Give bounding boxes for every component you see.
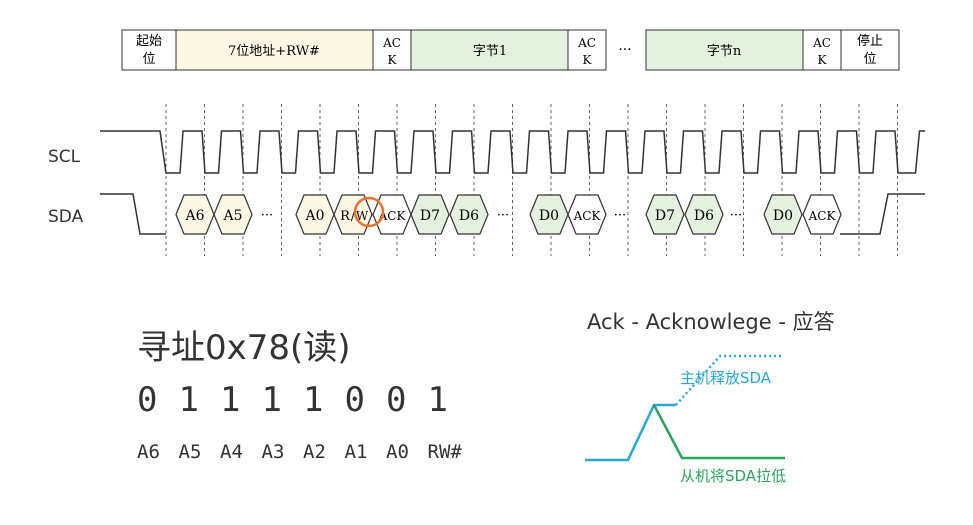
sda-bit-label: ACK xyxy=(573,209,602,223)
bit-name: A0 xyxy=(386,441,409,463)
frame-byte1-label: 字节1 xyxy=(473,44,507,59)
bit-value: 1 xyxy=(427,380,448,420)
bit-name: A6 xyxy=(137,441,160,463)
ack-waveform xyxy=(585,354,785,462)
sda-label: SDA xyxy=(48,207,84,227)
frame-start-label-1: 起始 xyxy=(136,34,162,49)
sda-ellipsis: ··· xyxy=(614,208,626,223)
sda-bit-label: A6 xyxy=(184,208,204,224)
sda-bit-label: W xyxy=(356,209,369,223)
address-bit-names: A6 A5 A4 A3 A2 A1 A0 RW# xyxy=(137,441,469,463)
sda-bit-separator: / xyxy=(351,209,356,224)
bit-name: A5 xyxy=(178,441,202,463)
frame-byte1-cell xyxy=(410,29,569,71)
sda-bit-label: A5 xyxy=(222,208,242,224)
frame-ack-label-2b: K xyxy=(583,53,593,67)
bit-name: A3 xyxy=(261,441,285,463)
frame-bar: 起始 位 7位地址+RW# AC K 字节1 AC K ··· 字节n AC K… xyxy=(121,29,900,71)
bit-value: 1 xyxy=(261,380,282,420)
frame-stop-label-2: 位 xyxy=(863,52,876,67)
slave-pull-low-label: 从机将SDA拉低 xyxy=(680,467,787,485)
sda-ellipsis: ··· xyxy=(730,208,742,223)
frame-byten-label: 字节n xyxy=(707,44,742,59)
sda-bit-cell xyxy=(645,194,685,235)
frame-ack-label-1b: K xyxy=(388,53,398,67)
sda-bit-label: A0 xyxy=(304,208,324,224)
bit-value: 1 xyxy=(303,380,324,420)
sda-bit-label: D0 xyxy=(539,208,559,224)
sda-bit-cell xyxy=(763,194,803,235)
sda-bit-label: D7 xyxy=(655,208,675,224)
frame-start-cell xyxy=(121,29,177,71)
frame-ack-cell-3 xyxy=(802,29,842,71)
slave-pull-low-line xyxy=(652,404,785,460)
bit-name: RW# xyxy=(427,441,462,463)
frame-ack-label-3b: K xyxy=(818,53,828,67)
sda-bit-label: D6 xyxy=(694,208,714,224)
sda-bit-label: ACK xyxy=(808,209,837,223)
master-sda-line xyxy=(585,403,676,462)
bit-value: 0 xyxy=(386,380,407,420)
sda-bit-cell xyxy=(684,194,724,235)
ack-title: Ack - Acknowlege - 应答 xyxy=(587,310,835,334)
master-release-label: 主机释放SDA xyxy=(680,369,772,387)
scl-label: SCL xyxy=(48,147,81,167)
bit-value: 0 xyxy=(344,380,365,420)
bit-name: A1 xyxy=(344,441,368,463)
frame-ack-cell-2 xyxy=(567,29,607,71)
address-example-title: 寻址0x78(读) xyxy=(137,328,351,368)
bit-value: 1 xyxy=(178,380,199,420)
frame-stop-label-1: 停止 xyxy=(857,33,883,49)
frame-stop-cell xyxy=(840,29,900,71)
sda-bit-label: D6 xyxy=(459,208,479,224)
bit-value: 1 xyxy=(220,380,241,420)
sda-ellipsis: ··· xyxy=(261,208,273,223)
sda-bit-cell xyxy=(567,194,607,235)
frame-address-label: 7位地址+RW# xyxy=(228,44,320,59)
frame-ack-label-3a: AC xyxy=(812,36,831,50)
sda-start-condition xyxy=(100,193,166,235)
sda-bit-label: D0 xyxy=(773,208,793,224)
sda-ellipsis: ··· xyxy=(497,208,509,223)
sda-bit-cell xyxy=(449,194,489,235)
sda-bit-cell xyxy=(802,194,842,235)
bit-name: A4 xyxy=(220,441,243,463)
rw-highlight-circle xyxy=(353,196,385,228)
sda-bit-cells: A6 A5 ··· A0 R/W ACK D7 D6 ··· D0 ACK ··· D7 D6 ··· D0 A… xyxy=(175,194,842,235)
bit-name: A2 xyxy=(303,441,326,463)
frame-ack-label-1a: AC xyxy=(382,36,401,50)
frame-ellipsis: ··· xyxy=(618,42,631,58)
sda-bit-label: ACK xyxy=(378,209,407,223)
scl-waveform xyxy=(100,130,925,174)
bit-value: 0 xyxy=(137,380,158,420)
address-bits: 0 1 1 1 1 0 0 1 xyxy=(137,380,469,420)
sda-bit-label: R xyxy=(340,209,351,224)
frame-ack-label-2a: AC xyxy=(577,36,596,50)
released-sda-dotted-line xyxy=(675,354,782,406)
sda-bit-label: D7 xyxy=(420,208,440,224)
frame-start-label-2: 位 xyxy=(142,52,155,67)
frame-byten-cell xyxy=(645,29,804,71)
sda-bit-cell xyxy=(213,194,253,235)
sda-stop-condition xyxy=(840,193,925,235)
frame-ack-cell-1 xyxy=(372,29,412,71)
sda-bit-cell xyxy=(410,194,450,235)
